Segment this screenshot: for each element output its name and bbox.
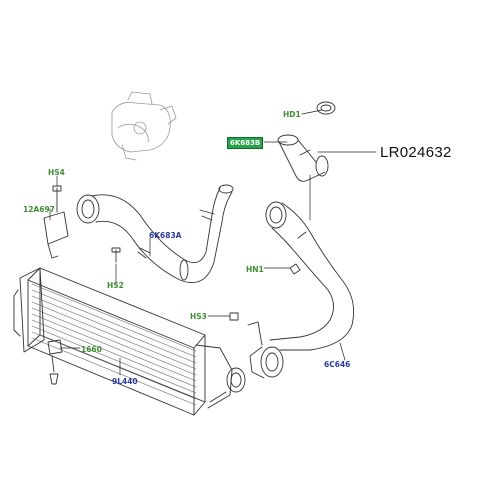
callout-hs3: HS3	[190, 312, 207, 321]
fasteners	[43, 185, 301, 385]
callout-hs2: HS2	[107, 281, 124, 290]
hose-6k683a	[76, 184, 234, 284]
part-number-label: LR024632	[380, 144, 452, 161]
callout-9l440: 9L440	[112, 377, 138, 386]
callout-1660: 1660	[81, 345, 102, 354]
callout-hn1: HN1	[246, 265, 264, 274]
hose-6k683b	[277, 101, 336, 182]
callout-hd1: HD1	[283, 110, 301, 119]
callout-6c646: 6C646	[324, 360, 351, 369]
hose-6c646	[247, 201, 355, 379]
callout-6k683b-highlighted[interactable]: 6K683B	[227, 137, 264, 149]
callout-12a697: 12A697	[23, 205, 55, 214]
callout-6k683a: 6K683A	[149, 231, 182, 240]
callout-hs4: HS4	[48, 168, 65, 177]
leader-lines	[49, 109, 377, 376]
intercooler	[13, 267, 246, 416]
turbocharger-ghost	[111, 91, 177, 161]
